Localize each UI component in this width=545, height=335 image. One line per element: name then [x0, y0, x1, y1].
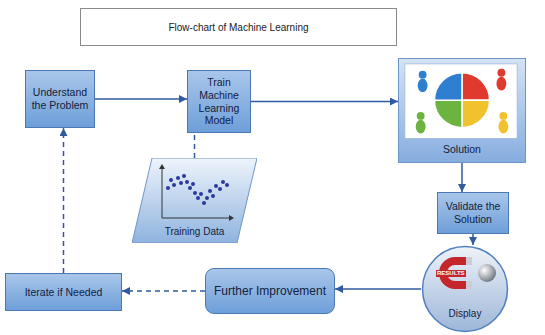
- node-text: Iterate if Needed: [25, 286, 103, 299]
- dashed-connector: [63, 128, 65, 273]
- dashed-connector: [122, 290, 205, 292]
- node-text: Validate the Solution: [442, 200, 504, 225]
- data-parallelogram: Training Data: [132, 158, 257, 243]
- node-text: Understand the Problem: [30, 86, 90, 111]
- node-text: Solution: [443, 143, 481, 156]
- process-box: Validate the Solution: [437, 192, 509, 234]
- process-box: Train Machine Learning Model: [187, 70, 251, 133]
- display-circle: Display RESULTS: [421, 245, 509, 333]
- node-text: Display: [449, 308, 482, 320]
- node-text: Training Data: [165, 226, 225, 238]
- node-text: Further Improvement: [214, 284, 326, 298]
- magnet-label: RESULTS: [436, 270, 466, 277]
- solution-box: Solution: [398, 58, 526, 163]
- title: Flow-chart of Machine Learning: [168, 22, 308, 33]
- node-text: Train Machine Learning Model: [192, 76, 246, 126]
- arrow-connector: [95, 98, 187, 100]
- arrow-connector: [461, 163, 463, 192]
- display-illustration: [421, 245, 509, 333]
- title-box: Flow-chart of Machine Learning: [80, 8, 397, 46]
- rounded-box: Further Improvement: [205, 268, 335, 314]
- arrow-connector: [472, 234, 474, 245]
- dashed-connector: [194, 133, 196, 158]
- process-box: Iterate if Needed: [5, 273, 122, 311]
- process-box: Understand the Problem: [25, 70, 95, 128]
- arrow-connector: [251, 101, 398, 103]
- arrow-connector: [335, 288, 421, 290]
